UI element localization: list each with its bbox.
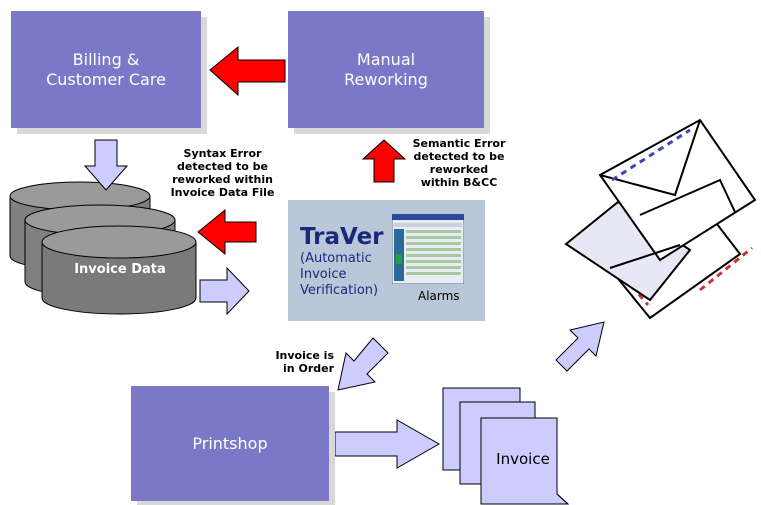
- billing-customer-care-box: Billing & Customer Care: [11, 11, 201, 128]
- syntax-error-annotation: Syntax Error detected to be reworked wit…: [170, 147, 275, 199]
- traver-title: TraVer: [300, 224, 384, 250]
- invoice-document-label: Invoice: [496, 450, 550, 468]
- light-arrow-right-data: [199, 266, 250, 316]
- billing-label: Billing & Customer Care: [46, 49, 166, 89]
- light-arrow-diagonal-down: [337, 337, 389, 391]
- light-arrow-diagonal-up-shape: [555, 321, 605, 372]
- invoice-data-label: Invoice Data: [74, 262, 166, 277]
- red-arrow-left-middle: [197, 208, 257, 256]
- traver-panel: TraVer (Automatic Invoice Verification) …: [288, 200, 485, 321]
- manual-reworking-box: Manual Reworking: [288, 11, 484, 128]
- envelopes-icon: [564, 118, 757, 320]
- manual-label: Manual Reworking: [344, 49, 428, 89]
- database-cylinder-front: [41, 225, 197, 315]
- alarms-screenshot-icon: [392, 214, 464, 284]
- alarms-label: Alarms: [418, 289, 460, 303]
- database-icon: [9, 181, 197, 315]
- semantic-error-annotation: Semantic Error detected to be reworked w…: [412, 137, 506, 189]
- invoice-documents-icon: [442, 387, 570, 505]
- light-arrow-right-print: [334, 419, 441, 469]
- printshop-label: Printshop: [192, 433, 268, 453]
- light-arrow-down: [83, 139, 129, 191]
- traver-subtitle: (Automatic Invoice Verification): [300, 251, 379, 298]
- invoice-in-order-annotation: Invoice is in Order: [275, 349, 334, 375]
- printshop-box: Printshop: [131, 386, 329, 501]
- red-arrow-left-top: [209, 45, 286, 97]
- red-arrow-up: [361, 139, 407, 183]
